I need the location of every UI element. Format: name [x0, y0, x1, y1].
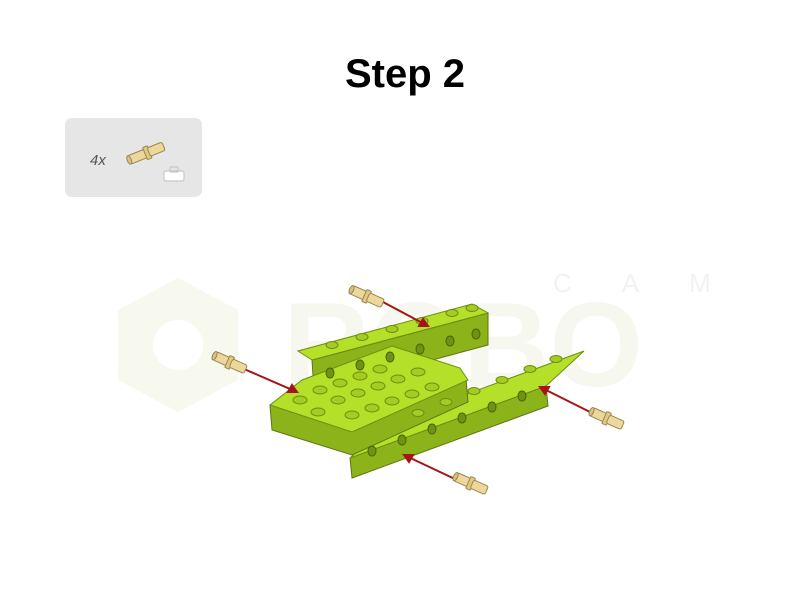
beam-holes — [325, 328, 527, 457]
page-title: Step 2 — [344, 52, 466, 96]
connector-peg — [209, 348, 249, 376]
toolbox-icon — [163, 166, 185, 182]
connector-peg — [346, 282, 386, 310]
connector-peg — [586, 404, 626, 432]
part-quantity: 4x — [90, 152, 106, 169]
parts-list-panel: 4x — [65, 118, 202, 197]
connector-peg — [450, 469, 490, 497]
svg-text:CAMP: CAMP — [553, 268, 758, 298]
studs — [292, 304, 563, 420]
connector-peg-icon — [126, 142, 166, 165]
assembly-arrows — [243, 301, 595, 481]
